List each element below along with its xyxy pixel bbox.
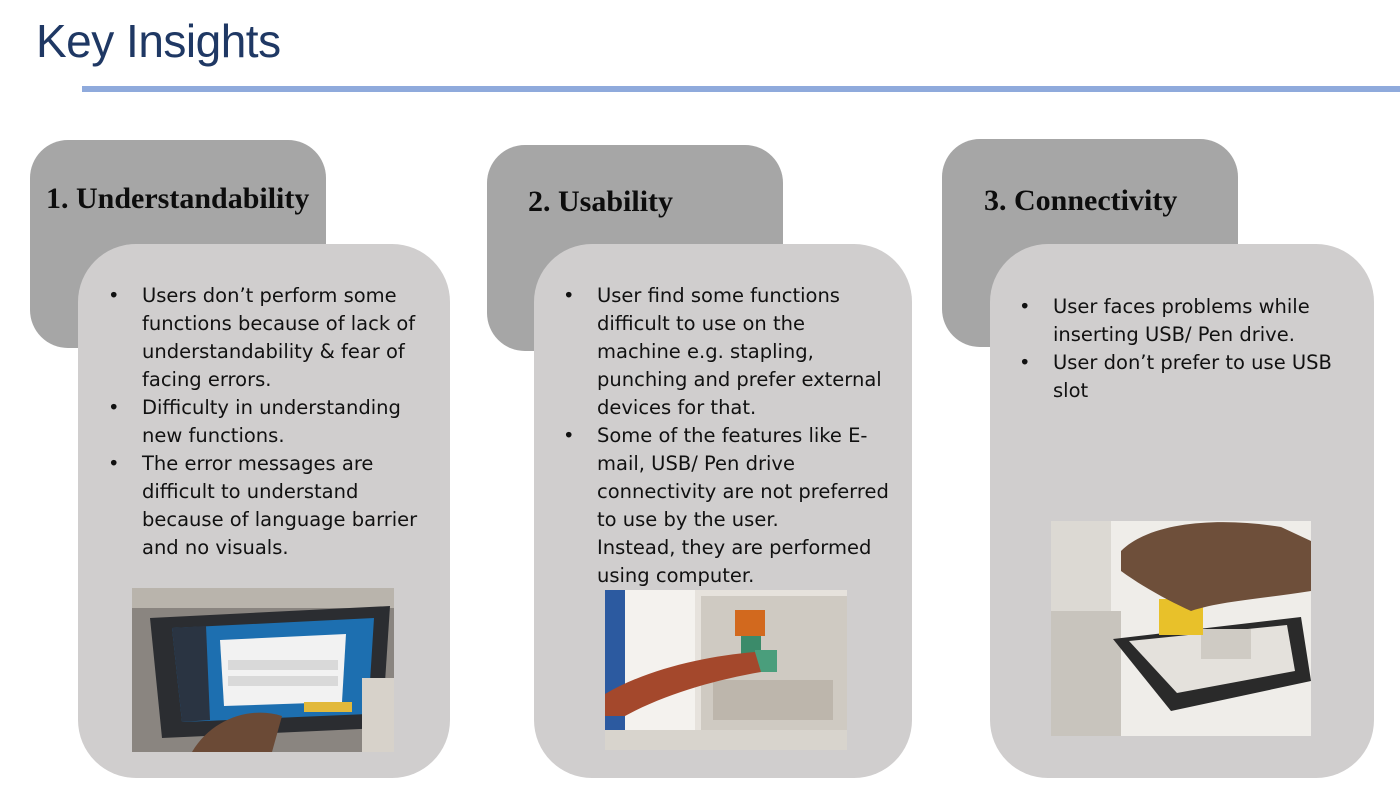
touchscreen-photo (132, 588, 394, 752)
page-title: Key Insights (36, 15, 281, 67)
title-underline (82, 86, 1400, 92)
heading-understandability: 1. Understandability (46, 182, 310, 215)
bullet-list-usability: User find some functions difficult to us… (563, 282, 889, 590)
heading-usability: 2. Usability (528, 185, 674, 218)
bullet-list-connectivity: User faces problems while inserting USB/… (1019, 293, 1345, 405)
list-item: The error messages are difficult to unde… (108, 450, 420, 562)
usb-insert-photo (1051, 521, 1311, 736)
list-item-continuation: Instead, they are performed using comput… (597, 536, 872, 587)
list-item: Difficulty in understanding new function… (108, 394, 420, 450)
list-item: Some of the features like E-mail, USB/ P… (563, 422, 889, 534)
list-item: User faces problems while inserting USB/… (1019, 293, 1345, 349)
bullet-list-understandability: Users don’t perform some functions becau… (108, 282, 420, 562)
heading-connectivity: 3. Connectivity (984, 184, 1178, 217)
list-item: User find some functions difficult to us… (563, 282, 889, 422)
machine-interior-photo (605, 590, 847, 750)
list-item: User don’t prefer to use USB slot (1019, 349, 1345, 405)
list-item: Users don’t perform some functions becau… (108, 282, 420, 394)
